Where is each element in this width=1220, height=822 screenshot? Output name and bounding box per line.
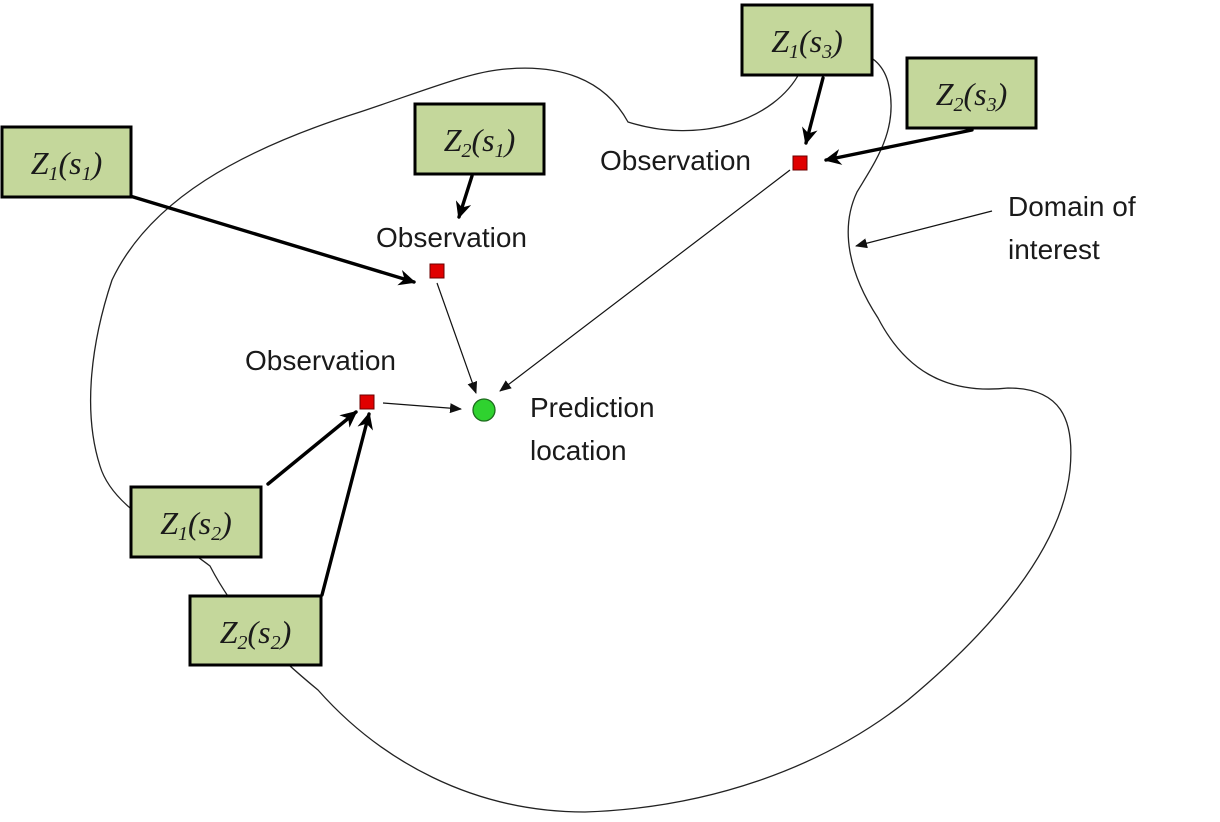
domain-boundary bbox=[89, 50, 1072, 813]
domain-label-line1: Domain of bbox=[1008, 191, 1136, 222]
variable-box-z1-s3: Z1(s3) bbox=[740, 3, 874, 77]
z2-s3-arrow bbox=[824, 128, 974, 165]
z1-s2-arrow bbox=[266, 410, 358, 486]
prediction-marker bbox=[472, 398, 496, 422]
z1-s1-arrow bbox=[128, 194, 416, 286]
prediction-label-line1: Prediction bbox=[530, 392, 655, 423]
svg-text:Z1(s3): Z1(s3) bbox=[771, 23, 843, 63]
observation-label-s3: Observation bbox=[600, 145, 751, 176]
variable-box-z2-s1: Z2(s1) bbox=[413, 102, 546, 176]
variable-box-z1-s1: Z1(s1) bbox=[0, 125, 133, 199]
observation-marker-s3 bbox=[792, 155, 808, 171]
domain-label-arrow bbox=[855, 210, 993, 249]
svg-text:Z2(s2): Z2(s2) bbox=[220, 614, 292, 654]
obs3-to-prediction-arrow bbox=[499, 169, 791, 392]
observation-label-s1: Observation bbox=[376, 222, 527, 253]
observation-marker-s2 bbox=[359, 394, 375, 410]
observation-marker-s1 bbox=[429, 263, 445, 279]
z2-s1-arrow bbox=[455, 174, 474, 219]
prediction-label-line2: location bbox=[530, 435, 627, 466]
svg-text:Z2(s3): Z2(s3) bbox=[936, 76, 1008, 116]
variable-box-z2-s2: Z2(s2) bbox=[188, 594, 323, 667]
observation-label-s2: Observation bbox=[245, 345, 396, 376]
svg-text:Z2(s1): Z2(s1) bbox=[444, 122, 516, 162]
z2-s2-arrow bbox=[320, 412, 373, 597]
variable-box-z2-s3: Z2(s3) bbox=[905, 56, 1038, 130]
obs1-to-prediction-arrow bbox=[436, 282, 478, 394]
obs2-to-prediction-arrow bbox=[382, 402, 462, 414]
variable-box-z1-s2: Z1(s2) bbox=[129, 485, 263, 559]
z1-s3-arrow bbox=[802, 76, 825, 145]
svg-text:Z1(s1): Z1(s1) bbox=[31, 145, 103, 185]
domain-label-line2: interest bbox=[1008, 234, 1100, 265]
svg-text:Z1(s2): Z1(s2) bbox=[160, 505, 232, 545]
